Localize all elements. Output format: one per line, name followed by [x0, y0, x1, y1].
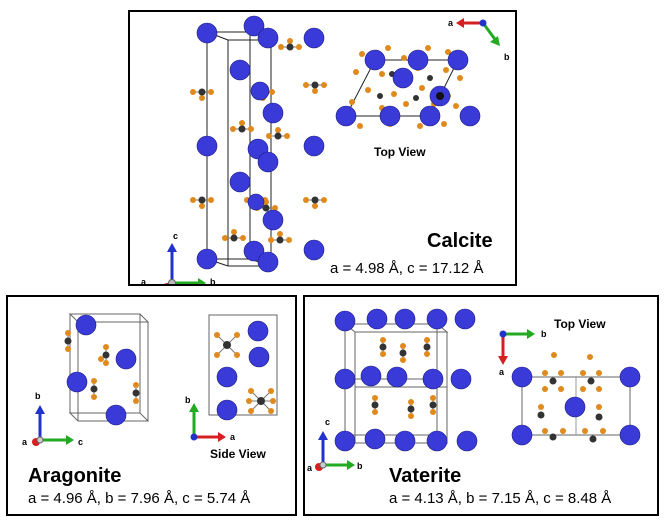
aragonite-structure: [32, 313, 278, 446]
vaterite-axis-a-label: a: [307, 463, 313, 473]
vaterite-top-axis-b-label: b: [541, 329, 547, 339]
vaterite-top-axes: [498, 329, 535, 365]
aragonite-axis-c-label: c: [78, 437, 84, 447]
calcite-axis-b-label: b: [210, 277, 216, 287]
calcite-structure: [163, 15, 500, 284]
calcite-top-axes: [456, 18, 500, 46]
calcite-calcium-atoms: [196, 15, 325, 273]
aragonite-panel: b a c b a Side View Aragonite a = 4.96 Å…: [6, 295, 297, 516]
vaterite-calcium-atoms: [334, 308, 478, 452]
aragonite-axis-a-label: a: [22, 437, 28, 447]
aragonite-unit-cell: [68, 313, 150, 422]
calcite-top-view-label: Top View: [374, 145, 426, 159]
vaterite-top-view-label: Top View: [554, 317, 606, 331]
calcite-title: Calcite: [427, 230, 493, 252]
aragonite-axis-b-label: b: [35, 391, 41, 401]
calcite-params: a = 4.98 Å, c = 17.12 Å: [330, 260, 484, 277]
calcite-axis-a-label: a: [141, 277, 147, 287]
aragonite-params: a = 4.96 Å, b = 7.96 Å, c = 5.74 Å: [28, 490, 251, 507]
aragonite-side-axes: [189, 403, 226, 442]
aragonite-title: Aragonite: [28, 465, 122, 487]
vaterite-main-axes: [315, 431, 355, 471]
aragonite-side-view-label: Side View: [210, 447, 266, 461]
vaterite-top-view: [511, 352, 641, 446]
aragonite-side-axis-b-label: b: [185, 395, 191, 405]
vaterite-carbonate-groups: [371, 337, 437, 419]
calcite-top-axis-a-label: a: [448, 18, 454, 28]
aragonite-main-axes: [32, 405, 74, 446]
calcite-top-axis-b-label: b: [504, 52, 510, 62]
vaterite-axis-b-label: b: [357, 461, 363, 471]
aragonite-carbonate-groups: [64, 330, 140, 404]
vaterite-axis-c-label: c: [325, 417, 331, 427]
vaterite-top-axis-a-label: a: [499, 367, 505, 377]
calcite-top-view: [335, 45, 481, 129]
aragonite-side-axis-a-label: a: [230, 432, 236, 442]
calcite-panel: c a b a b Top View Calcite a = 4.98 Å, c…: [128, 10, 517, 287]
vaterite-panel: c a b b a Top View Vaterite a = 4.13 Å, …: [303, 295, 659, 516]
vaterite-title: Vaterite: [389, 465, 462, 487]
calcite-axis-c-label: c: [173, 231, 179, 241]
vaterite-structure: [315, 308, 641, 471]
calcite-main-axes: [163, 243, 206, 284]
aragonite-side-view: [208, 314, 278, 421]
vaterite-params: a = 4.13 Å, b = 7.15 Å, c = 8.48 Å: [389, 490, 612, 507]
aragonite-calcium-atoms: [66, 314, 137, 426]
